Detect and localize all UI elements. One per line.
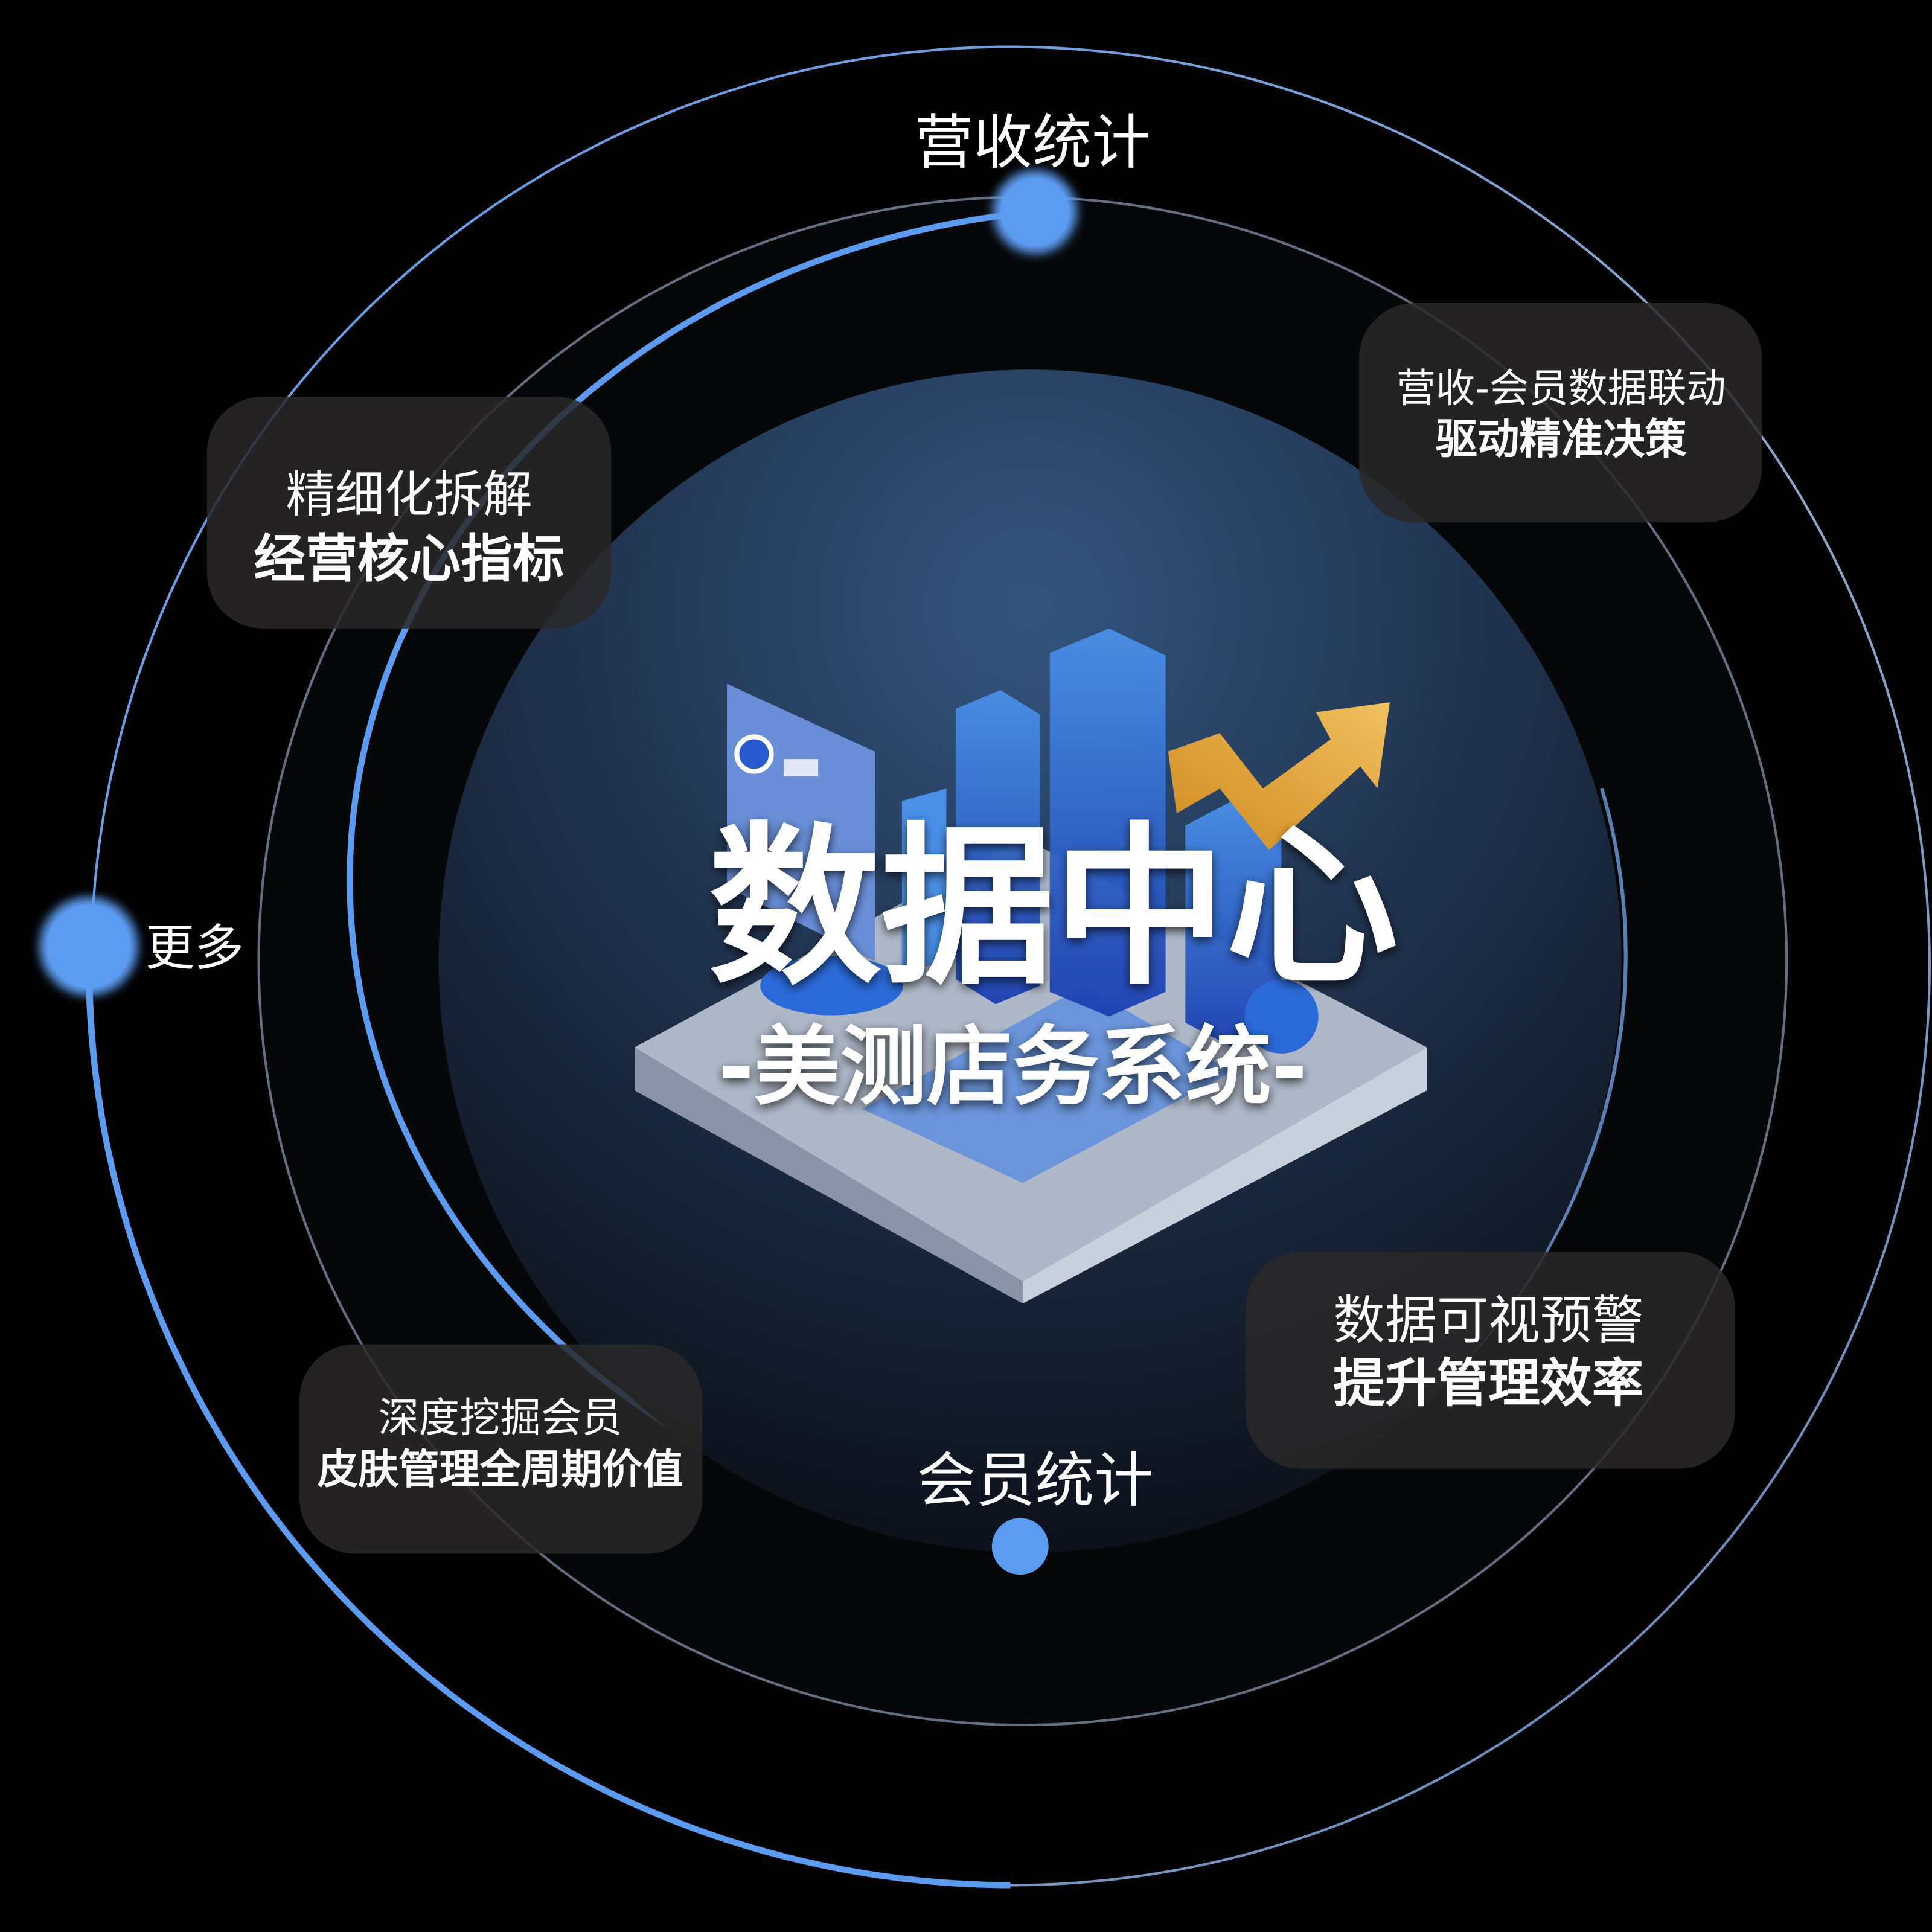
card-data-linkage: 营收-会员数据联动 驱动精准决策	[1359, 303, 1762, 523]
center-title: 数据中心	[708, 808, 1398, 1008]
isometric-illustration	[635, 628, 1427, 1304]
growth-arrow-icon	[1168, 702, 1390, 851]
orbit-label-more[interactable]: 更多	[146, 920, 244, 977]
card-member-value: 深度挖掘会员 皮肤管理全周期价值	[299, 1344, 703, 1554]
card-visual-alerts: 数据可视预警 提升管理效率	[1246, 1252, 1735, 1469]
orbit-dot-bottom[interactable]	[991, 1518, 1049, 1575]
card-line2: 经营核心指标	[254, 529, 564, 589]
card-line2: 提升管理效率	[1333, 1353, 1643, 1413]
orbit-dot-top[interactable]	[1000, 177, 1070, 247]
card-line1: 数据可视预警	[1333, 1290, 1643, 1351]
card-line2: 驱动精准决策	[1436, 415, 1687, 464]
orbit-label-revenue[interactable]: 营收统计	[914, 108, 1151, 177]
card-line1: 精细化拆解	[286, 466, 532, 523]
card-line1: 深度挖掘会员	[379, 1393, 622, 1441]
card-kpi-breakdown: 精细化拆解 经营核心指标	[206, 397, 612, 629]
orbit-label-members[interactable]: 会员统计	[916, 1447, 1153, 1515]
card-line1: 营收-会员数据联动	[1396, 365, 1726, 411]
center-subtitle: -美测店务系统-	[718, 1016, 1308, 1117]
left-outer-arc	[85, 946, 1011, 1889]
card-line2: 皮肤管理全周期价值	[318, 1445, 683, 1493]
orbit-dot-left[interactable]	[46, 904, 131, 988]
